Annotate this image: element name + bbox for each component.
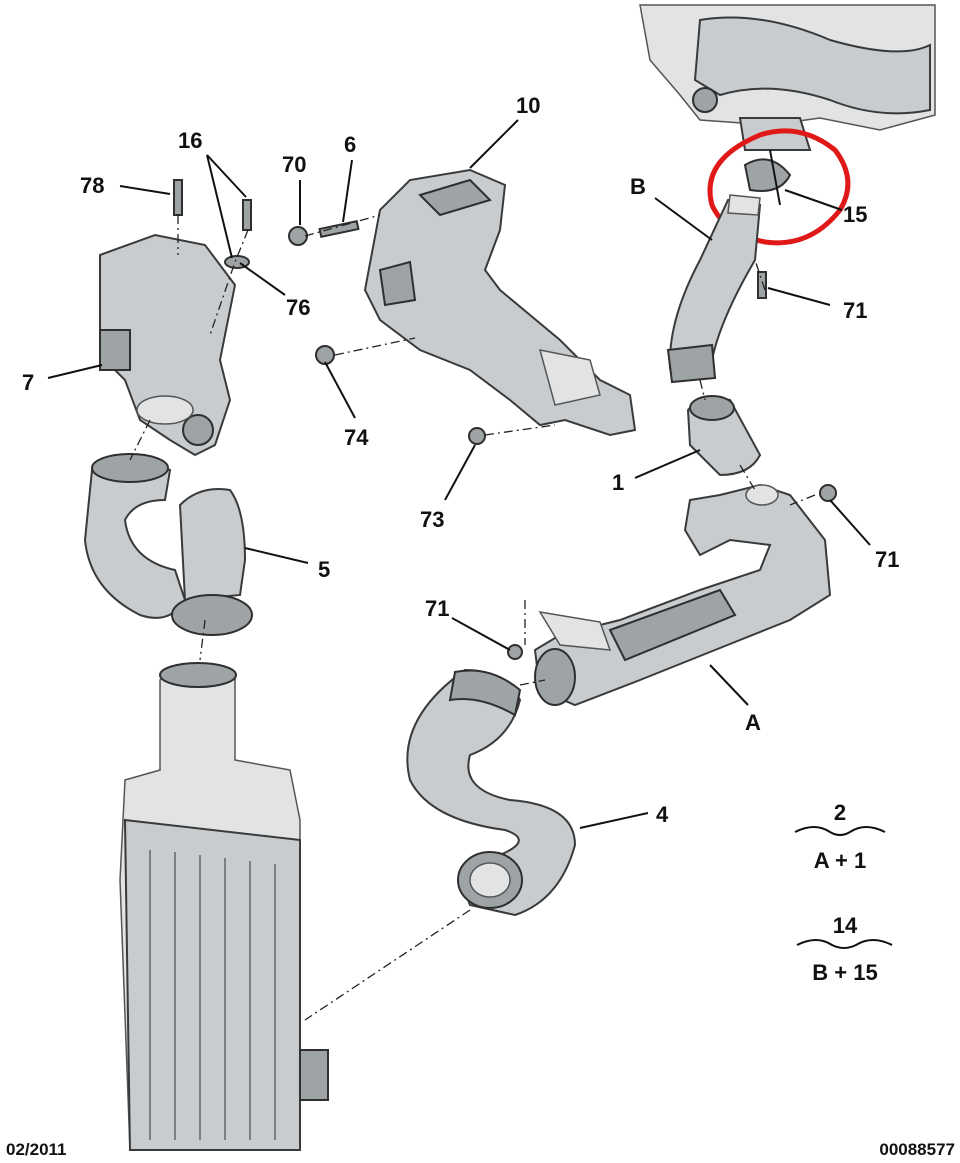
- callout-7: 7: [22, 370, 34, 395]
- stud-6: [318, 219, 360, 239]
- bolt-71-right: [819, 484, 837, 502]
- callout-10: 10: [516, 93, 540, 118]
- legend-brace-2: [796, 939, 893, 949]
- callout-6: 6: [344, 132, 356, 157]
- hose-5: [83, 453, 253, 636]
- part-10-manifold: [363, 168, 637, 437]
- legend-kit-14: 14: [833, 913, 858, 938]
- bolt-71-top: [757, 271, 767, 299]
- legend-kit-2: 2: [834, 800, 846, 825]
- pipe-a: [533, 483, 832, 707]
- bolt-74: [315, 345, 335, 365]
- legend-kit-2-contents: A + 1: [814, 848, 866, 873]
- callout-1: 1: [612, 470, 624, 495]
- callout-16: 16: [178, 128, 202, 153]
- part-15-clip: [743, 149, 792, 206]
- bolt-78: [173, 179, 183, 216]
- footer-date: 02/2011: [6, 1140, 67, 1159]
- callouts: 78 16 70 6 10 76 7 74 73 5 B 15 71 1 71 …: [22, 93, 899, 827]
- bolt-16: [242, 199, 252, 231]
- callout-71-right: 71: [875, 547, 899, 572]
- callout-4: 4: [656, 802, 669, 827]
- part-1-coupling: [686, 395, 762, 477]
- intercooler: [119, 662, 329, 1151]
- assembly-lines: [129, 214, 816, 1021]
- callout-71-mid: 71: [425, 596, 449, 621]
- nut-70: [288, 226, 308, 246]
- callout-74: 74: [344, 425, 369, 450]
- fasteners: [173, 179, 837, 660]
- hose-4: [406, 668, 577, 917]
- callout-5: 5: [318, 557, 330, 582]
- callout-a: A: [745, 710, 761, 735]
- callout-78: 78: [80, 173, 104, 198]
- callout-76: 76: [286, 295, 310, 320]
- legend-brace-1: [794, 826, 886, 836]
- footer-reference: 00088577: [879, 1140, 955, 1159]
- part-7-throttle: [99, 233, 237, 457]
- leader-lines: [47, 119, 871, 829]
- hose-b: [666, 194, 762, 384]
- turbocharger-part: [639, 4, 936, 151]
- callout-73: 73: [420, 507, 444, 532]
- bolt-71-mid: [507, 644, 523, 660]
- legend-kit-14-contents: B + 15: [812, 960, 877, 985]
- callout-71-top: 71: [843, 298, 867, 323]
- callout-15: 15: [843, 202, 867, 227]
- callout-70: 70: [282, 152, 306, 177]
- legend: 2 A + 1 14 B + 15: [794, 800, 893, 985]
- callout-b: B: [630, 174, 646, 199]
- nut-73: [468, 427, 486, 445]
- highlight-circle: [707, 128, 851, 246]
